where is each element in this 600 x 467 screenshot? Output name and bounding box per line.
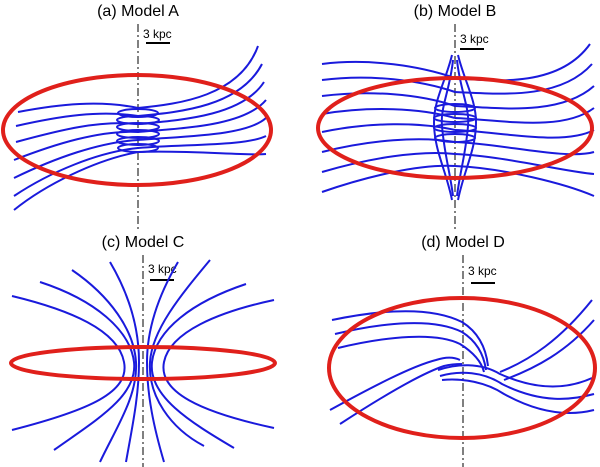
panel-c-scale-label: 3 kpc (148, 262, 177, 276)
panel-c: (c) Model C 3 kpc (9, 234, 277, 467)
panel-d-galactic-disk (327, 296, 597, 440)
panel-b-galactic-disk (316, 76, 594, 180)
panel-c-field-lines (11, 259, 275, 463)
panel-b-title: (b) Model B (414, 3, 497, 20)
panel-a-scale-label: 3 kpc (143, 27, 172, 41)
panel-a-title: (a) Model A (97, 3, 179, 20)
panel-b-scale-label: 3 kpc (460, 32, 489, 46)
panel-d-title: (d) Model D (421, 234, 505, 251)
panel-c-galactic-disk (9, 345, 277, 381)
panel-d-scale-label: 3 kpc (468, 264, 497, 278)
panel-d-field-lines (329, 299, 595, 425)
panel-a-galactic-disk (1, 73, 273, 187)
panel-b: (b) Model B 3 kpc (316, 3, 595, 232)
panel-a: (a) Model A 3 kpc (1, 3, 273, 232)
panel-c-title: (c) Model C (102, 234, 185, 251)
panel-d: (d) Model D 3 kpc (327, 234, 597, 467)
panel-b-field-lines (321, 43, 595, 201)
